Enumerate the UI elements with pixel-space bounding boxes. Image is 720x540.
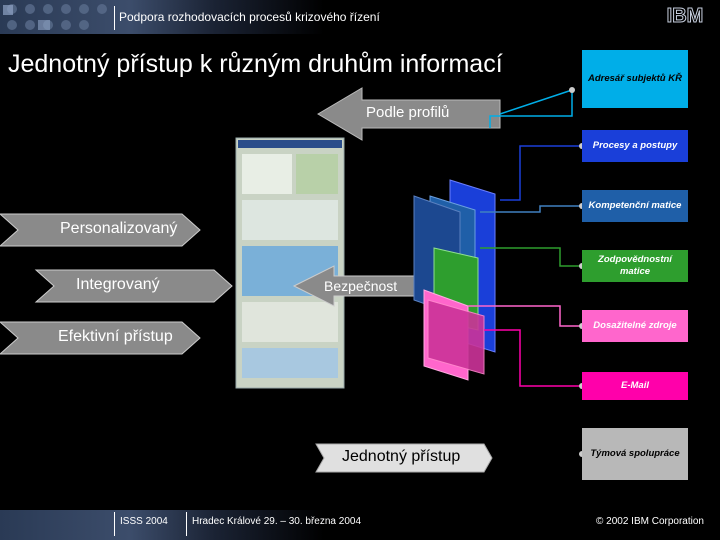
footer-band [0,510,720,540]
footer-divider [114,512,115,536]
box-tymova: Týmová spolupráce [582,428,688,480]
box-procesy: Procesy a postupy [582,130,688,162]
connector-line [499,89,573,115]
box-dosazitelne: Dosažitelné zdroje [582,310,688,342]
box-zodpovednostni: Zodpovědnostní matice [582,250,688,282]
label-podle-profilu: Podle profilů [366,104,450,121]
header-decoration [3,4,107,30]
arrow-efektivni [0,321,201,355]
footer-event: ISSS 2004 [120,516,168,527]
label-integrovany: Integrovaný [76,276,160,293]
box-kompetencni: Kompetenční matice [582,190,688,222]
footer-divider-2 [186,512,187,536]
ibm-logo: IBM [666,5,704,27]
page-title: Jednotný přístup k různým druhům informa… [8,50,503,78]
header-divider [114,6,115,30]
arrow-jednotny [315,443,493,473]
app-screenshot [235,137,345,389]
header-band [0,0,720,34]
label-efektivni: Efektivní přístup [58,328,173,345]
header-title: Podpora rozhodovacích procesů krizového … [119,10,380,24]
layer-stack [413,179,496,381]
label-bezpecnost: Bezpečnost [324,278,398,294]
box-email: E-Mail [582,372,688,400]
box-adresar: Adresář subjektů KŘ [582,50,688,108]
arrow-integrovany [34,269,233,303]
svg-text:IBM: IBM [667,5,704,26]
footer-copyright: © 2002 IBM Corporation [596,516,704,527]
arrow-personalizovany [0,213,201,247]
footer-place-date: Hradec Králové 29. – 30. března 2004 [192,516,361,527]
label-jednotny: Jednotný přístup [342,448,461,465]
label-personalizovany: Personalizovaný [60,220,178,237]
